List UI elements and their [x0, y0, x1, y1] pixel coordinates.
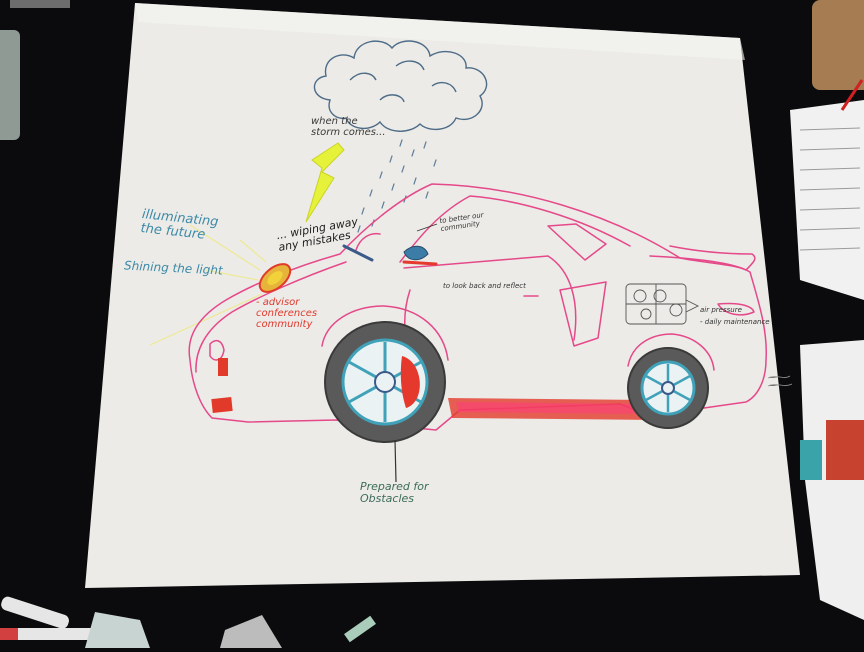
rain-icon	[357, 139, 437, 233]
cloud-icon	[313, 40, 488, 132]
marker-1	[1, 596, 69, 629]
bottom-marker	[344, 615, 376, 643]
light-beams	[149, 224, 267, 346]
side-stripe-highlight	[456, 402, 652, 414]
front-red-light	[218, 358, 228, 376]
left-object	[0, 30, 20, 140]
community-pointer	[416, 223, 438, 232]
red-pen	[840, 79, 864, 111]
schedule-lines	[799, 127, 861, 251]
cup-object	[812, 0, 864, 90]
front-bumper-red	[211, 396, 233, 414]
air-pressure-label: air pressure	[700, 306, 742, 314]
obstacles-label: Prepared for Obstacles	[360, 480, 429, 506]
bottom-object	[85, 612, 150, 648]
wiper-2	[402, 260, 438, 266]
obstacles-pointer	[394, 439, 397, 483]
lightning-icon	[305, 142, 345, 223]
headlight-glow	[267, 271, 283, 285]
exhaust-lines	[767, 375, 793, 387]
front-wheel	[324, 321, 446, 443]
maintenance-label: - daily maintenance	[700, 318, 770, 326]
storm-label: when the storm comes...	[311, 116, 386, 138]
paper-highlight	[135, 3, 745, 60]
look-back-label: to look back and reflect	[443, 282, 526, 290]
teal-object	[800, 440, 822, 480]
bottom-paper	[220, 615, 282, 648]
rear-wheel	[627, 347, 709, 429]
top-object	[10, 0, 70, 8]
engine-sketch	[625, 283, 700, 325]
poster-paper	[85, 3, 800, 588]
side-mirror	[403, 245, 429, 261]
wiper-1	[342, 244, 374, 262]
advisor-label: - advisor conferences community	[256, 297, 318, 330]
marker-cap	[0, 628, 18, 640]
booklet-red-print	[826, 420, 864, 480]
